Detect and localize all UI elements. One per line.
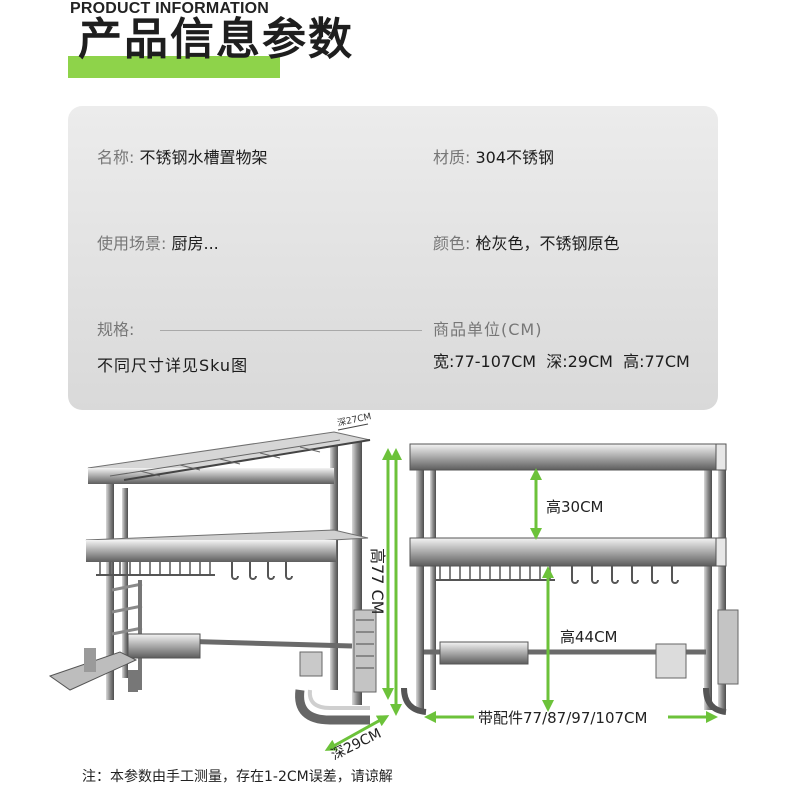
material-label: 材质: bbox=[433, 148, 471, 167]
material-row: 材质: 304不锈钢 bbox=[433, 150, 554, 166]
rack-front-view-illustration bbox=[390, 443, 739, 723]
width-label: 带配件77/87/97/107CM bbox=[478, 709, 647, 727]
spec-label: 规格: bbox=[97, 320, 135, 339]
rack-perspective-illustration bbox=[48, 423, 394, 751]
color-label: 颜色: bbox=[433, 234, 471, 253]
color-value: 枪灰色，不锈钢原色 bbox=[475, 234, 620, 253]
title-highlight-bar bbox=[68, 56, 280, 78]
spec-value: 不同尺寸详见Sku图 bbox=[97, 356, 249, 375]
depth-bottom-label: 深29CM bbox=[329, 726, 384, 764]
upper-height-label: 高30CM bbox=[546, 498, 604, 516]
measurement-note: 注：本参数由手工测量，存在1-2CM误差，请谅解 bbox=[82, 769, 393, 785]
unit-label: 商品单位(CM) bbox=[433, 320, 543, 339]
info-panel bbox=[68, 106, 718, 410]
name-label: 名称: bbox=[97, 148, 135, 167]
color-row: 颜色: 枪灰色，不锈钢原色 bbox=[433, 236, 620, 252]
left-height-label: 高77 CM bbox=[368, 548, 387, 614]
chinese-title: 产品信息参数 bbox=[78, 14, 354, 65]
usage-row: 使用场景: 厨房... bbox=[97, 236, 219, 252]
english-title: PRODUCT INFORMATION bbox=[70, 0, 270, 17]
lower-height-label: 高44CM bbox=[560, 628, 618, 646]
dimensions-value: 宽:77-107CM 深:29CM 高:77CM bbox=[433, 352, 690, 371]
usage-value: 厨房... bbox=[171, 234, 219, 253]
name-row: 名称: 不锈钢水槽置物架 bbox=[97, 150, 268, 166]
usage-label: 使用场景: bbox=[97, 234, 167, 253]
name-value: 不锈钢水槽置物架 bbox=[139, 148, 268, 167]
material-value: 304不锈钢 bbox=[475, 148, 555, 167]
spec-divider bbox=[160, 330, 422, 331]
